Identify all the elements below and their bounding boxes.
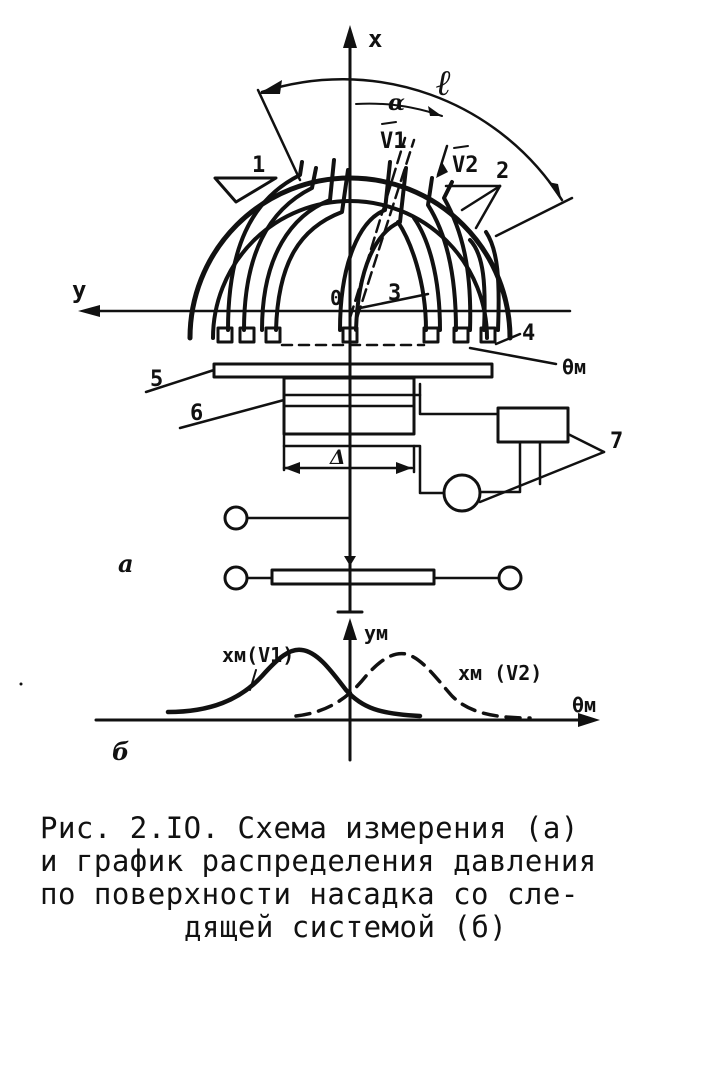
velocity-v1-line-2 xyxy=(355,138,416,320)
caption-line-1: Рис. 2.IO. Схема измерения (а) xyxy=(40,811,579,845)
leader-7b xyxy=(478,450,606,504)
channel-3b xyxy=(412,216,442,332)
wire-sensor-amp-2 xyxy=(418,382,500,416)
leader-3 xyxy=(358,292,430,310)
theta-m-label: θм xyxy=(562,355,586,379)
y-axis-arrowhead xyxy=(78,305,100,317)
v2-overbar xyxy=(453,145,469,149)
pressure-channels xyxy=(226,158,501,332)
potentiometer-wiper xyxy=(344,556,356,566)
callout-6: 6 xyxy=(190,401,203,426)
probe-inner-arc xyxy=(211,199,489,340)
series-xm-v1-leader xyxy=(249,669,257,691)
channel-5a xyxy=(468,238,487,332)
arc-l-ext-left xyxy=(256,88,302,182)
velocity-v1-line xyxy=(348,136,407,320)
leader-1 xyxy=(213,176,278,204)
arc-l-dimension xyxy=(260,78,564,202)
alpha-arrowhead xyxy=(428,106,442,116)
port xyxy=(452,326,470,344)
caption-line-2: и график распределения давления xyxy=(40,844,597,878)
figure-caption: Рис. 2.IO. Схема измерения (а) и график … xyxy=(40,812,690,944)
potentiometer xyxy=(270,568,436,586)
terminal-2 xyxy=(223,565,249,591)
stray-dot xyxy=(19,682,23,686)
leader-6 xyxy=(178,398,286,430)
channel-1a xyxy=(226,160,304,332)
pressure-chart: θм yм xм(V1) xм (V2) б xyxy=(94,618,600,766)
amplifier-box xyxy=(496,406,570,444)
probe-ports xyxy=(216,326,497,347)
arc-l-arrow-right xyxy=(548,182,562,202)
part-b-label: б xyxy=(112,737,129,766)
port xyxy=(479,326,497,344)
delta-arrow-right xyxy=(396,462,412,474)
arc-l-ext-right xyxy=(494,196,574,238)
leader-theta-m xyxy=(468,346,558,366)
v1-label: V1 xyxy=(380,129,407,154)
origin-label: 0 xyxy=(330,286,342,310)
part-a-label: а xyxy=(118,549,134,578)
probe-outer-arc xyxy=(187,175,513,341)
delta-arrow-left xyxy=(284,462,300,474)
channel-3a xyxy=(396,220,428,332)
terminal-1 xyxy=(223,505,249,531)
channel-5b xyxy=(484,230,501,332)
channel-1b xyxy=(242,166,318,332)
port xyxy=(264,326,282,344)
chart-x-label: θм xyxy=(572,693,596,717)
leader-2b xyxy=(460,184,502,212)
callout-1: 1 xyxy=(252,153,265,178)
leader-7a xyxy=(566,432,606,454)
port xyxy=(422,326,440,344)
chart-y-arrowhead xyxy=(343,618,357,640)
port xyxy=(341,326,359,344)
series-xm-v1 xyxy=(165,647,423,719)
series-xm-v2 xyxy=(294,651,532,720)
arc-l-arrow-left xyxy=(258,80,282,94)
leader-2c xyxy=(474,184,502,230)
channel-4b xyxy=(442,180,473,332)
x-axis-label: x xyxy=(368,25,382,53)
wire-amp-motor xyxy=(478,440,522,494)
chart-y-label: yм xyxy=(364,621,388,645)
caption-line-3: по поверхности насадка со сле- xyxy=(40,877,579,911)
port xyxy=(238,326,256,344)
probe-schematic: x y xyxy=(72,25,623,614)
servo-motor xyxy=(442,473,482,513)
v2-label: V2 xyxy=(452,153,479,178)
arc-l-label: ℓ xyxy=(436,62,451,104)
callout-2: 2 xyxy=(496,159,509,184)
traverse-plate xyxy=(212,362,494,379)
channel-2a xyxy=(260,158,336,332)
leader-4 xyxy=(494,332,522,346)
channel-4a xyxy=(426,176,458,332)
velocity-v2-arrowhead xyxy=(436,162,448,178)
channel-2b xyxy=(274,168,350,332)
caption-line-4: дящей системой (б) xyxy=(184,910,508,944)
y-axis-label: y xyxy=(72,276,86,304)
x-axis-arrowhead xyxy=(343,25,357,48)
delta-label: Δ xyxy=(329,445,346,469)
chart-x-arrowhead xyxy=(578,713,600,727)
series-xm-v2-label: xм (V2) xyxy=(458,661,542,685)
wire-motor-frame xyxy=(282,444,446,495)
series-xm-v1-label: xм(V1) xyxy=(222,643,294,667)
terminal-3 xyxy=(497,565,523,591)
port xyxy=(216,326,234,344)
v1-overbar xyxy=(381,121,397,125)
alpha-label: α xyxy=(388,90,405,116)
callout-4: 4 xyxy=(522,321,535,346)
callout-7: 7 xyxy=(610,429,623,454)
callout-5: 5 xyxy=(150,367,163,392)
leader-5 xyxy=(144,368,216,394)
